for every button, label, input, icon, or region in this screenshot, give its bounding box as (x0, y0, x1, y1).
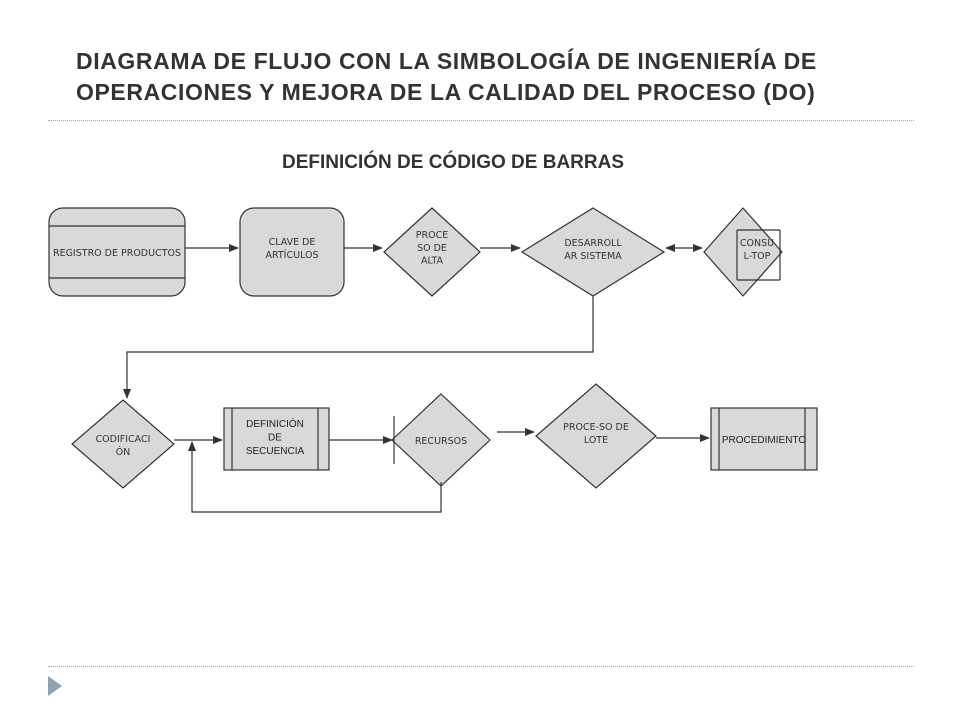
node-label-line: CONSU (740, 238, 774, 249)
node-label: PROCE SO DE ALTA (416, 230, 448, 267)
node-label: DESARROLL AR SISTEMA (564, 238, 622, 262)
arrow-desarrollar-to-codificacion (123, 296, 594, 399)
node-label-line: RECURSOS (415, 436, 467, 447)
slide-title: DIAGRAMA DE FLUJO CON LA SIMBOLOGÍA DE I… (76, 48, 817, 105)
node-label: REGISTRO DE PRODUCTOS (53, 248, 181, 259)
node-recursos: RECURSOS (391, 393, 491, 487)
arrow-recursos-loop-back (188, 441, 442, 513)
node-label-line: PROCE (416, 230, 448, 241)
node-label-line: L-TOP (744, 251, 771, 262)
node-label: PROCEDIMIENTO (722, 435, 806, 446)
node-label-line: CODIFICACI (96, 434, 151, 445)
triangle-bullet-icon (48, 676, 62, 696)
header-divider (48, 120, 914, 121)
node-consul-top: CONSU L-TOP (703, 207, 783, 297)
node-label-line: DE (268, 433, 282, 444)
node-label-line: REGISTRO DE PRODUCTOS (53, 248, 181, 259)
node-label: CONSU L-TOP (740, 238, 774, 262)
node-definicion-secuencia: DEFINICIÓN DE SECUENCIA (223, 407, 330, 471)
node-label-line: ALTA (421, 256, 444, 267)
node-label-line: AR SISTEMA (564, 251, 622, 262)
node-proceso-alta: PROCE SO DE ALTA (383, 207, 481, 297)
node-label-line: SECUENCIA (246, 446, 305, 457)
node-label-line: DEFINICIÓN (246, 417, 304, 430)
node-desarrollar-sistema: DESARROLL AR SISTEMA (520, 207, 666, 297)
node-proceso-lote: PROCE-SO DE LOTE (535, 383, 657, 489)
node-label-line: LOTE (584, 435, 608, 446)
node-label-line: PROCEDIMIENTO (722, 435, 806, 446)
diagram-title: DEFINICIÓN DE CÓDIGO DE BARRAS (281, 152, 625, 173)
node-label-line: SO DE (417, 243, 447, 254)
node-label: PROCE-SO DE LOTE (563, 422, 629, 446)
node-label-line: ARTÍCULOS (265, 249, 318, 261)
node-label-line: DESARROLL (564, 238, 622, 249)
node-label-line: ÓN (116, 446, 131, 458)
node-label-line: CLAVE DE (269, 237, 316, 248)
node-label: DEFINICIÓN DE SECUENCIA (246, 417, 305, 457)
node-procedimiento: PROCEDIMIENTO (710, 407, 818, 471)
node-label-line: PROCE-SO DE (563, 422, 629, 433)
node-registro-productos: REGISTRO DE PRODUCTOS (48, 207, 186, 297)
node-label: RECURSOS (415, 436, 467, 447)
footer-divider (48, 666, 914, 667)
